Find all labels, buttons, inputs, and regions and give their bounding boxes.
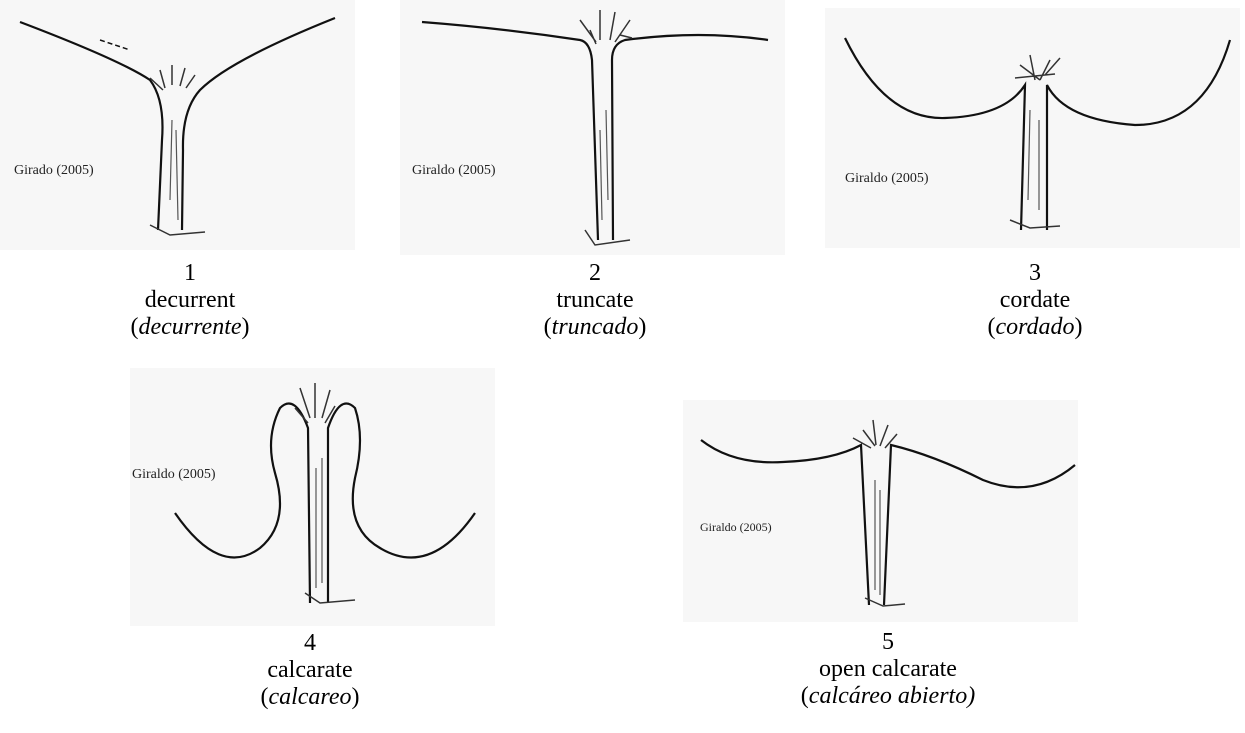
figure-spanish-name: (decurrente) [90,314,290,341]
spanish-term: decurrente [138,314,241,340]
caption: 2 truncate (truncado) [495,260,695,341]
caption: 5 open calcarate (calcáreo abierto) [768,629,1008,710]
caption: 3 cordate (cordado) [935,260,1135,341]
credit-label: Giraldo (2005) [700,520,772,535]
open-calcarate-leaf-base-drawing [683,400,1083,625]
figure-name: cordate [935,287,1135,314]
figure-1: Girado (2005) 1 decurrent (decurrente) [0,0,360,360]
figure-spanish-name: (truncado) [495,314,695,341]
spanish-term: truncado [552,314,639,340]
figure-2: Giraldo (2005) 2 truncate (truncado) [400,0,790,360]
figure-name: truncate [495,287,695,314]
credit-label: Giraldo (2005) [132,467,216,483]
figure-4: Giraldo (2005) 4 calcarate (calcareo) [130,368,500,733]
figure-3: Giraldo (2005) 3 cordate (cordado) [825,0,1245,360]
calcarate-leaf-base-drawing [130,368,500,628]
credit-label: Girado (2005) [14,163,94,179]
caption: 4 calcarate (calcareo) [210,630,410,711]
figure-name: calcarate [210,657,410,684]
figure-name: open calcarate [768,656,1008,683]
figure-5: Giraldo (2005) 5 open calcarate (calcáre… [683,400,1083,733]
spanish-term: cordado [995,314,1074,340]
figure-spanish-name: (cordado) [935,314,1135,341]
caption: 1 decurrent (decurrente) [90,260,290,341]
truncate-leaf-base-drawing [400,0,790,255]
figure-number: 2 [495,260,695,287]
decurrent-leaf-base-drawing [0,0,360,250]
figure-spanish-name: (calcáreo abierto) [768,683,1008,710]
credit-label: Giraldo (2005) [412,163,496,179]
spanish-term: calcáreo abierto [809,683,967,709]
cordate-leaf-base-drawing [825,0,1245,250]
figure-number: 4 [210,630,410,657]
credit-label: Giraldo (2005) [845,171,929,187]
spanish-term: calcareo [268,684,351,710]
figure-spanish-name: (calcareo) [210,684,410,711]
figure-number: 3 [935,260,1135,287]
figure-name: decurrent [90,287,290,314]
figure-number: 5 [768,629,1008,656]
figure-number: 1 [90,260,290,287]
